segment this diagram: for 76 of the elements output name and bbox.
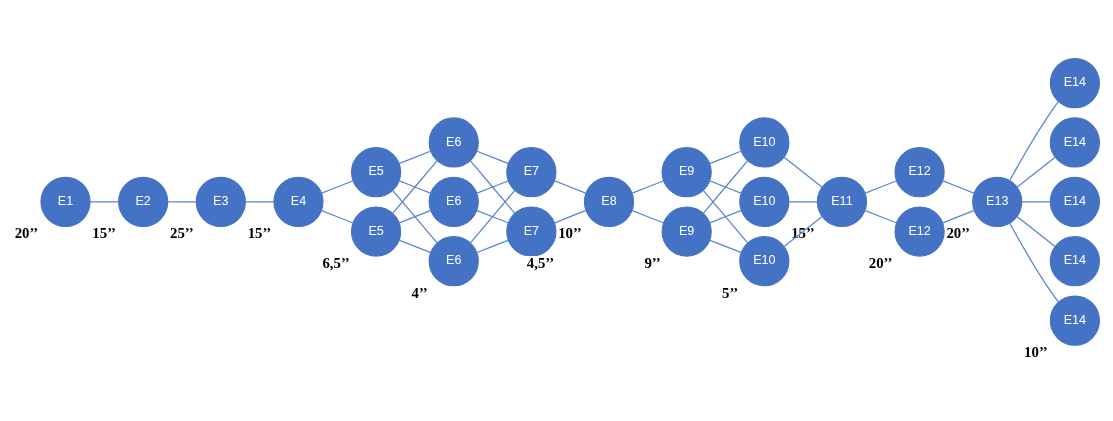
connector (1016, 156, 1056, 188)
connector (89, 200, 119, 202)
connector (709, 179, 742, 194)
node-circle: E12 (894, 146, 945, 197)
node-circle: E11 (816, 176, 868, 227)
connector (469, 189, 516, 243)
node-circle: E10 (739, 176, 790, 227)
node-label: 20’’ (946, 224, 971, 241)
connector (476, 239, 509, 253)
node-circle: E10 (739, 116, 790, 168)
node-circle: E6 (428, 116, 479, 168)
connector (469, 159, 516, 214)
node-circle: E2 (118, 176, 169, 227)
connector (321, 209, 354, 223)
node-circle: E13 (972, 176, 1023, 227)
connector (788, 200, 818, 202)
connector (1009, 222, 1060, 303)
connector (709, 150, 742, 164)
node-circle: E6 (428, 235, 479, 286)
connector (554, 209, 587, 223)
connector (476, 209, 509, 223)
node-circle: E9 (661, 146, 712, 197)
connector (702, 159, 749, 214)
node-circle: E7 (506, 146, 557, 197)
node-circle: E14 (1049, 295, 1100, 346)
node-label: 20’’ (868, 254, 893, 271)
node-label: 15’’ (92, 224, 116, 241)
node-label: 25’’ (169, 224, 194, 241)
node-circle: E9 (661, 205, 712, 257)
connector (321, 179, 354, 194)
connector (398, 239, 431, 253)
connector (864, 209, 897, 223)
connector (942, 209, 975, 223)
connector (244, 200, 275, 202)
node-circle: E8 (583, 176, 635, 227)
connector (1016, 215, 1056, 247)
connector (631, 209, 664, 223)
connector (709, 239, 742, 253)
node-label: 4’’ (411, 284, 428, 301)
connector (554, 179, 587, 194)
connector (476, 179, 509, 194)
node-circle: E14 (1049, 176, 1100, 227)
node-label: 6,5’’ (322, 254, 350, 271)
connector (398, 209, 431, 223)
connector (398, 179, 431, 194)
connector (702, 189, 749, 243)
connector (1009, 100, 1060, 181)
node-label: 10’’ (558, 224, 582, 241)
node-circle: E3 (195, 176, 246, 227)
node-label: 10’’ (1024, 343, 1048, 360)
node-circle: E5 (350, 146, 402, 197)
node-label: 9’’ (644, 254, 661, 271)
connector (167, 200, 197, 202)
connector (631, 179, 664, 194)
node-label: 15’’ (247, 224, 272, 241)
node-circle: E14 (1049, 116, 1100, 168)
node-circle: E6 (428, 176, 479, 227)
connector (783, 156, 823, 188)
node-label: 20’’ (14, 224, 39, 241)
connector (476, 150, 509, 164)
node-circle: E4 (273, 176, 324, 227)
connector (942, 179, 975, 194)
connector (1021, 200, 1051, 202)
node-label: 5’’ (722, 284, 739, 301)
connector (392, 189, 438, 243)
connector (392, 159, 438, 214)
node-circle: E5 (350, 205, 402, 257)
connector (709, 209, 742, 223)
connector (864, 179, 897, 194)
connector (398, 150, 431, 164)
node-label: 4,5’’ (526, 254, 555, 271)
node-circle: E14 (1049, 235, 1100, 286)
node-circle: E14 (1049, 57, 1100, 108)
node-circle: E1 (40, 176, 91, 227)
node-circle: E10 (739, 235, 790, 286)
node-circle: E12 (894, 205, 945, 257)
